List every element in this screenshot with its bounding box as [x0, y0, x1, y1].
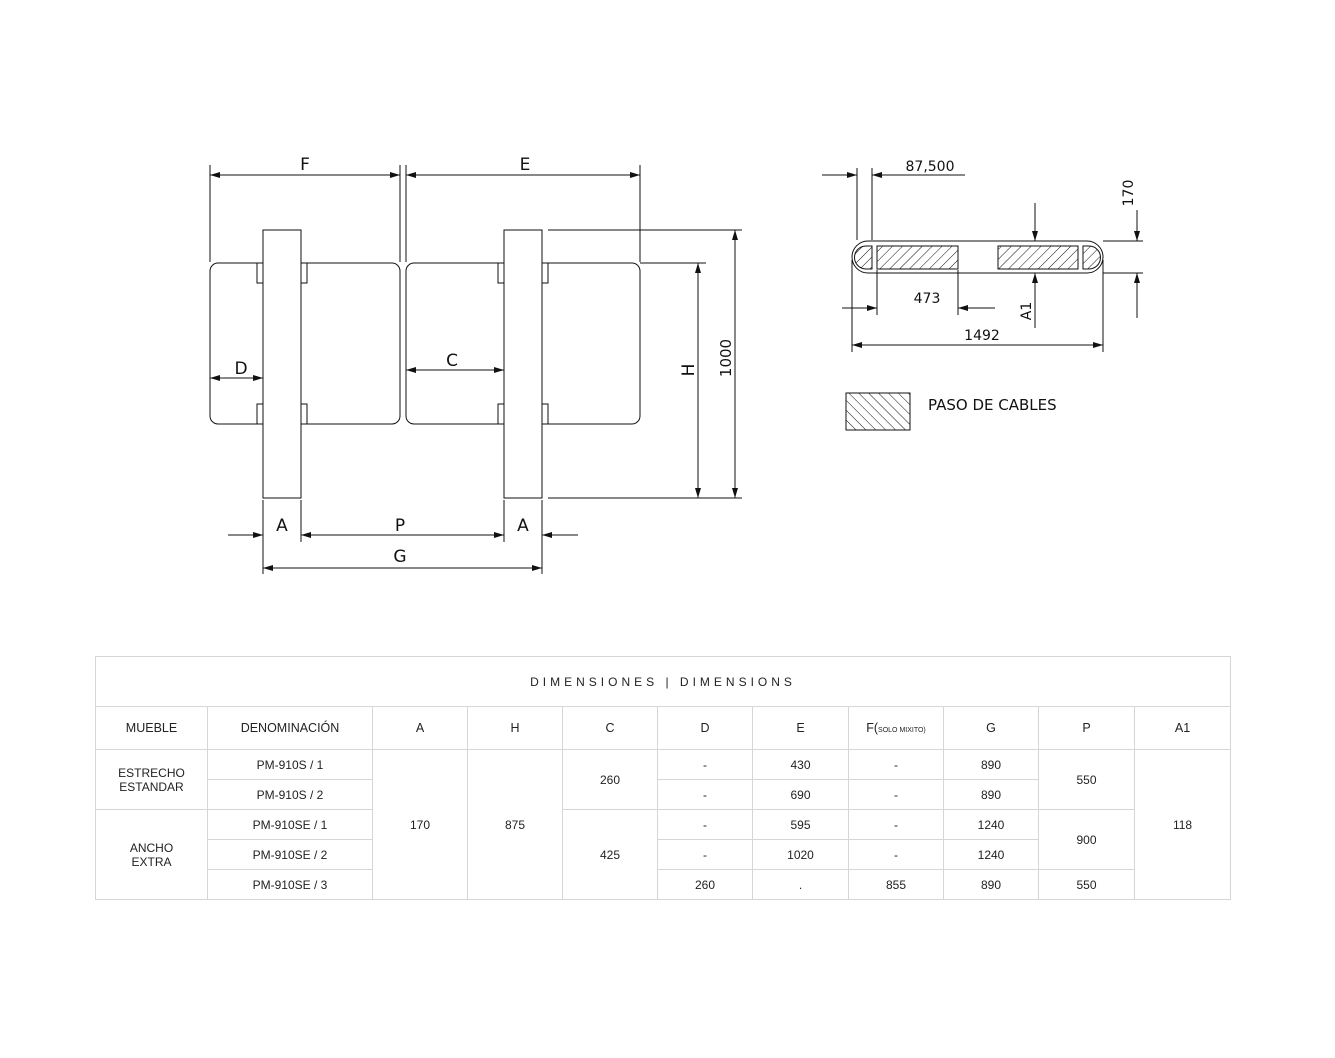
cell-name: PM-910SE / 2	[207, 839, 373, 870]
cell-A: 170	[372, 749, 468, 900]
dim-height-label: 1000	[717, 339, 735, 377]
hatch-swatch	[845, 392, 911, 431]
group-line1: ESTRECHO	[118, 765, 185, 780]
dim-D-label: D	[234, 359, 247, 379]
dim-C-label: C	[446, 351, 458, 371]
dim-depth-label: 170	[1121, 180, 1137, 207]
dim-offset-label: 87,500	[906, 159, 955, 175]
dim-cable-width-label: 473	[914, 291, 941, 307]
cell-name: PM-910S / 2	[207, 779, 373, 810]
plan-view	[822, 168, 1143, 352]
cell-C-wide: 425	[562, 809, 658, 900]
cell-E: 595	[752, 809, 849, 840]
technical-drawing: F E D C H 1000 A P A G 87,500 170 473 A1	[209, 155, 1143, 574]
table-row: PM-910SE / 2 - 1020 - 1240	[96, 839, 1231, 870]
legend-label: PASO DE CABLES	[928, 396, 1057, 414]
cell-D: -	[657, 779, 753, 810]
cell-P: 550	[1038, 869, 1135, 900]
group-line2: ESTANDAR	[119, 779, 184, 794]
cell-D: -	[657, 839, 753, 870]
legend: PASO DE CABLES	[845, 392, 1057, 431]
cell-name: PM-910SE / 3	[207, 869, 373, 900]
cell-F: -	[848, 839, 944, 870]
col-F-note: SOLO MIXITO)	[878, 727, 926, 734]
group-line1: ANCHO	[129, 840, 174, 855]
table-title: DIMENSIONES | DIMENSIONS	[94, 656, 1232, 707]
cell-F: 855	[848, 869, 944, 900]
cell-D: 260	[657, 869, 753, 900]
cell-G: 1240	[943, 839, 1039, 870]
table-header: MUEBLE DENOMINACIÓN A H C D E F(SOLO MIX…	[95, 706, 1232, 750]
cell-E: 1020	[752, 839, 849, 870]
col-H: H	[467, 706, 563, 750]
cell-G: 890	[943, 869, 1039, 900]
dimensions-table: DIMENSIONES | DIMENSIONS MUEBLE DENOMINA…	[94, 656, 1232, 900]
dim-G-label: G	[393, 547, 406, 567]
desk-outline	[851, 240, 1104, 274]
cell-P-wide: 900	[1038, 809, 1135, 870]
col-denominacion: DENOMINACIÓN	[207, 706, 373, 750]
dim-F-label: F	[300, 155, 310, 175]
cell-F: -	[848, 809, 944, 840]
cell-G: 890	[943, 749, 1039, 780]
col-E: E	[752, 706, 849, 750]
cell-G: 1240	[943, 809, 1039, 840]
front-view-labels: F E D C H 1000 A P A G	[234, 155, 735, 567]
table-row: PM-910SE / 3 260 . 855 890 550	[96, 869, 1231, 900]
col-F: F(SOLO MIXITO)	[848, 706, 944, 750]
left-post	[262, 229, 302, 499]
dim-H-label: H	[679, 364, 699, 377]
cell-E: 430	[752, 749, 849, 780]
cell-E: .	[752, 869, 849, 900]
dim-E-label: E	[520, 155, 531, 175]
front-view	[209, 165, 742, 574]
cell-G: 890	[943, 779, 1039, 810]
cell-C-narrow: 260	[562, 749, 658, 810]
cable-passage-left	[876, 245, 959, 270]
cell-D: -	[657, 749, 753, 780]
dim-A-left-label: A	[276, 516, 288, 536]
right-post	[503, 229, 543, 499]
cable-passage-right	[997, 245, 1079, 270]
col-P: P	[1038, 706, 1135, 750]
group-line2: EXTRA	[131, 854, 172, 869]
col-G: G	[943, 706, 1039, 750]
cell-E: 690	[752, 779, 849, 810]
dim-A1-label: A1	[1019, 302, 1035, 320]
cell-name: PM-910SE / 1	[207, 809, 373, 840]
cell-F: -	[848, 779, 944, 810]
left-panel	[209, 262, 401, 425]
dim-P-label: P	[395, 516, 405, 536]
plan-view-labels: 87,500 170 473 A1 1492	[906, 159, 1138, 344]
cell-P-narrow: 550	[1038, 749, 1135, 810]
cell-A1: 118	[1133, 749, 1232, 900]
cell-F: -	[848, 749, 944, 780]
col-A1: A1	[1133, 706, 1232, 750]
dim-A-right-label: A	[517, 516, 529, 536]
dim-length-label: 1492	[964, 328, 1000, 344]
col-A: A	[372, 706, 468, 750]
cell-name: PM-910S / 1	[207, 749, 373, 780]
col-C: C	[562, 706, 658, 750]
col-D: D	[657, 706, 753, 750]
col-mueble: MUEBLE	[95, 706, 208, 750]
col-F-label: F(	[866, 721, 879, 735]
cell-D: -	[657, 809, 753, 840]
cell-H: 875	[467, 749, 563, 900]
table-row: PM-910S / 2 - 690 - 890	[96, 779, 1231, 810]
